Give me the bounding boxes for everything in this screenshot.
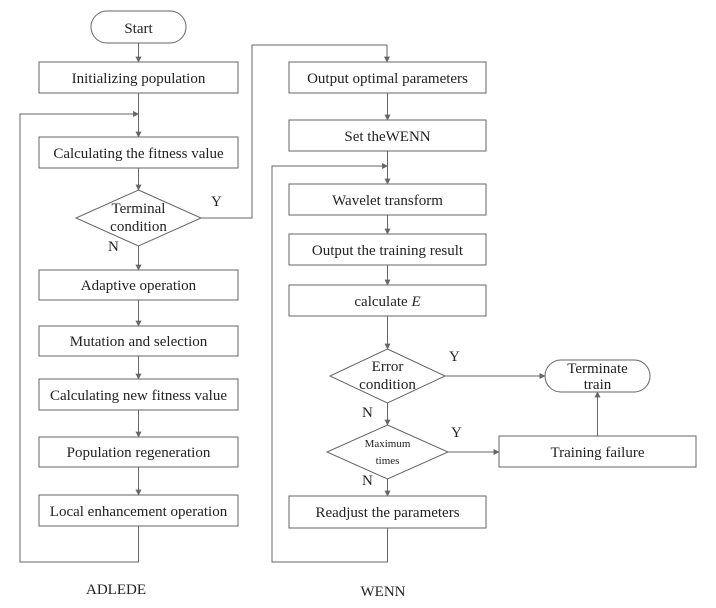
edge-readjust-loop-back <box>271 163 389 563</box>
terminal-condition-label-line2: condition <box>110 219 167 235</box>
training-failure-label: Training failure <box>550 445 644 461</box>
set-wenn-node: Set theWENN <box>288 119 487 152</box>
terminate-train-label-line2: train <box>584 377 612 393</box>
max-no-label: N <box>362 473 373 489</box>
set-wenn-prefix: Set the <box>344 129 386 145</box>
max-yes-label: Y <box>451 425 462 441</box>
training-failure-node: Training failure <box>498 435 697 468</box>
start-label: Start <box>124 21 153 37</box>
new-fitness-label: Calculating new fitness value <box>50 388 227 404</box>
adlede-caption: ADLEDE <box>86 582 146 598</box>
error-condition-label-line1: Error <box>372 359 404 375</box>
wenn-caption: WENN <box>361 584 406 600</box>
local-enhancement-node: Local enhancement operation <box>38 494 239 527</box>
terminate-train-label-line1: Terminate <box>567 361 628 377</box>
error-condition-decision: Error condition <box>328 348 447 404</box>
set-wenn-name: WENN <box>386 129 431 145</box>
population-regeneration-label: Population regeneration <box>67 445 211 461</box>
calculate-e-variable: E <box>410 294 420 310</box>
terminal-no-label: N <box>108 239 119 255</box>
fitness-value-label: Calculating the fitness value <box>53 146 224 162</box>
error-yes-label: Y <box>449 349 460 365</box>
calculate-e-prefix: calculate <box>354 294 411 310</box>
adlede-flow: Start Initializing population Calculatin… <box>19 10 390 598</box>
wavelet-transform-label: Wavelet transform <box>332 193 443 209</box>
mutation-selection-node: Mutation and selection <box>38 325 239 357</box>
terminal-condition-label-line1: Terminal <box>112 201 166 217</box>
set-wenn-label: Set theWENN <box>344 129 430 145</box>
edge-local-loop-back <box>19 111 140 563</box>
wenn-flow: Output optimal parameters Set theWENN Wa… <box>271 61 697 600</box>
local-enhancement-label: Local enhancement operation <box>50 504 228 520</box>
population-regeneration-node: Population regeneration <box>38 436 239 468</box>
init-population-label: Initializing population <box>72 71 206 87</box>
output-params-node: Output optimal parameters <box>288 61 487 94</box>
adaptive-operation-label: Adaptive operation <box>81 278 197 294</box>
fitness-value-node: Calculating the fitness value <box>38 136 239 169</box>
output-params-label: Output optimal parameters <box>307 71 468 87</box>
maximum-times-label-line2: times <box>376 455 400 467</box>
edge-terminal-yes-to-wenn <box>201 44 390 219</box>
wavelet-transform-node: Wavelet transform <box>288 183 487 216</box>
calculate-e-label: calculate E <box>354 294 420 310</box>
mutation-selection-label: Mutation and selection <box>70 334 208 350</box>
start-node: Start <box>90 10 187 44</box>
training-result-node: Output the training result <box>288 233 487 266</box>
adaptive-operation-node: Adaptive operation <box>38 269 239 301</box>
maximum-times-decision: Maximum times <box>325 424 450 480</box>
terminal-condition-decision: Terminal condition <box>74 189 203 247</box>
terminal-yes-label: Y <box>211 194 222 210</box>
readjust-params-node: Readjust the parameters <box>288 495 487 529</box>
new-fitness-node: Calculating new fitness value <box>38 378 239 411</box>
error-condition-label-line2: condition <box>359 377 416 393</box>
calculate-e-node: calculate E <box>288 284 487 317</box>
terminate-train-node: Terminate train <box>544 359 651 393</box>
error-no-label: N <box>362 405 373 421</box>
readjust-params-label: Readjust the parameters <box>315 505 459 521</box>
training-result-label: Output the training result <box>312 243 464 259</box>
init-population-node: Initializing population <box>38 61 239 94</box>
maximum-times-label-line1: Maximum <box>365 438 411 450</box>
